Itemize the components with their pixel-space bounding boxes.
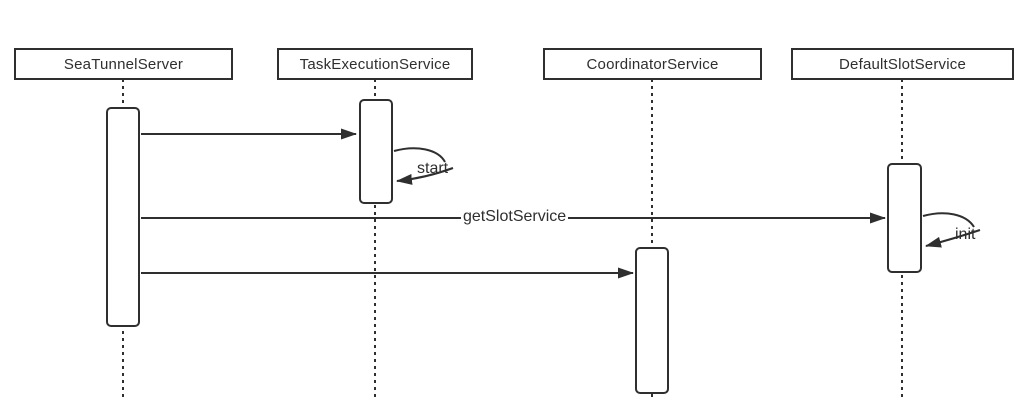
- participant-box-defaultslotservice: DefaultSlotService: [791, 48, 1014, 80]
- lifeline-coordinatorservice: [651, 79, 653, 400]
- message-label-start: start: [417, 160, 449, 177]
- participant-label-coordinatorservice: CoordinatorService: [586, 55, 719, 73]
- activation-bar-defaultslotservice: [887, 163, 922, 273]
- activation-bar-seatunnelserver: [106, 107, 140, 327]
- message-label-getslotservice: getSlotService: [461, 208, 569, 226]
- participant-box-coordinatorservice: CoordinatorService: [543, 48, 762, 80]
- participant-label-defaultslotservice: DefaultSlotService: [839, 55, 966, 73]
- lifeline-taskexecutionservice: [374, 79, 376, 400]
- participant-box-taskexecutionservice: TaskExecutionService: [277, 48, 473, 80]
- participant-label-taskexecutionservice: TaskExecutionService: [299, 55, 451, 73]
- activation-bar-taskexecutionservice: [359, 99, 393, 204]
- message-label-init: init: [955, 226, 976, 243]
- self-message-init-out-curve: [922, 212, 975, 228]
- activation-bar-coordinatorservice: [635, 247, 669, 394]
- participant-label-seatunnelserver: SeaTunnelServer: [63, 55, 184, 73]
- participant-box-seatunnelserver: SeaTunnelServer: [14, 48, 233, 80]
